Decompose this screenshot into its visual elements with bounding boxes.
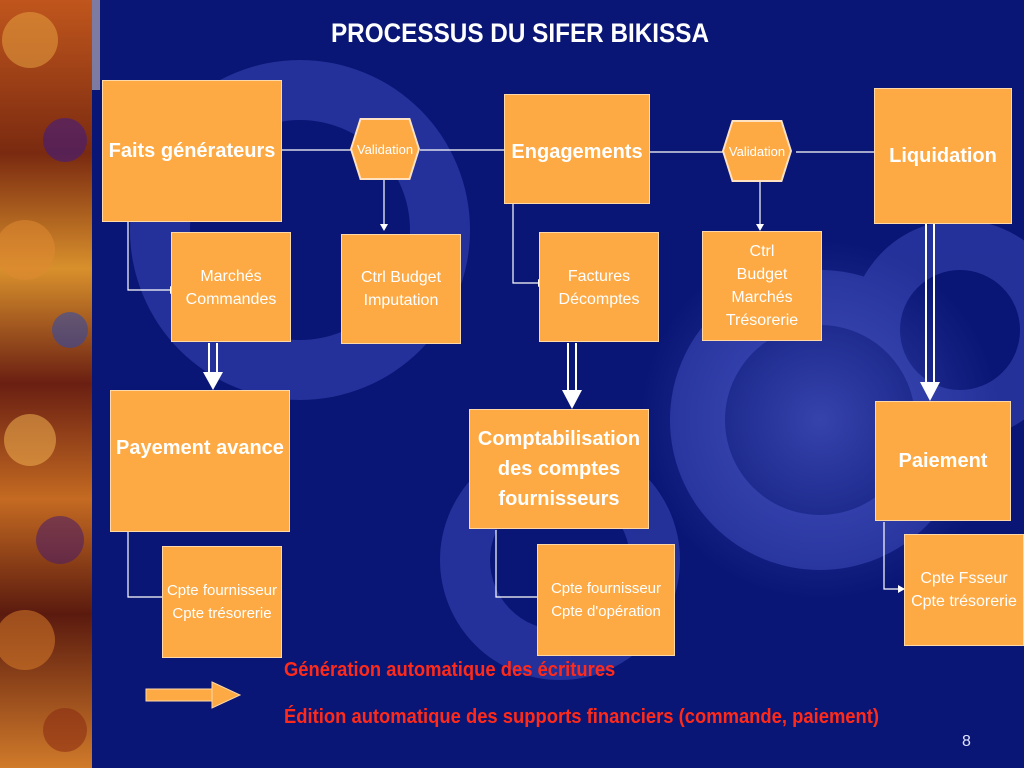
cpte-fsseur-tresorerie-label: Cpte Fsseur Cpte trésorerie: [911, 570, 1017, 610]
legend-line-2: Édition automatique des supports financi…: [284, 706, 880, 728]
ctrl-budget-imputation-box: Ctrl Budget Imputation: [341, 234, 461, 344]
validation-hexagon-2: Validation: [724, 122, 790, 180]
cpte-fournisseur-tresorerie-label: Cpte fournisseur Cpte trésorerie: [166, 582, 278, 622]
paiement-box: Paiement: [875, 401, 1011, 521]
ctrl-budget-imputation-label: Ctrl Budget Imputation: [360, 269, 442, 309]
ctrl-budget-marches-tresorerie-box: Ctrl Budget Marchés Trésorerie: [702, 231, 822, 341]
liquidation-box: Liquidation: [874, 88, 1012, 224]
liquidation-label: Liquidation: [889, 145, 997, 167]
ctrl-budget-marches-tresorerie-label: Ctrl Budget Marchés Trésorerie: [725, 243, 799, 329]
cpte-fournisseur-tresorerie-box: Cpte fournisseur Cpte trésorerie: [162, 546, 282, 658]
faits-generateurs-label: Faits générateurs: [108, 140, 276, 162]
comptabilisation-box: Comptabilisation des comptes fournisseur…: [469, 409, 649, 529]
factures-decomptes-box: Factures Décomptes: [539, 232, 659, 342]
validation-hexagon-1: Validation: [352, 120, 418, 178]
engagements-box: Engagements: [504, 94, 650, 204]
page-number: 8: [962, 733, 971, 750]
marches-commandes-label: Marchés Commandes: [185, 268, 277, 308]
factures-decomptes-label: Factures Décomptes: [558, 268, 640, 308]
paiement-label: Paiement: [898, 450, 988, 472]
payement-avance-box: Payement avance: [110, 390, 290, 532]
faits-generateurs-box: Faits générateurs: [102, 80, 282, 222]
cpte-fsseur-tresorerie-box: Cpte Fsseur Cpte trésorerie: [904, 534, 1024, 646]
engagements-label: Engagements: [511, 141, 643, 163]
validation-label-2: Validation: [728, 143, 786, 159]
payement-avance-label: Payement avance: [116, 437, 284, 459]
cpte-fournisseur-operation-box: Cpte fournisseur Cpte d'opération: [537, 544, 675, 656]
legend-line-1: Génération automatique des écritures: [284, 659, 616, 681]
validation-label-1: Validation: [356, 141, 414, 157]
comptabilisation-label: Comptabilisation des comptes fournisseur…: [477, 428, 641, 510]
cpte-fournisseur-operation-label: Cpte fournisseur Cpte d'opération: [550, 580, 662, 620]
page-title: PROCESSUS DU SIFER BIKISSA: [330, 18, 710, 48]
marches-commandes-box: Marchés Commandes: [171, 232, 291, 342]
